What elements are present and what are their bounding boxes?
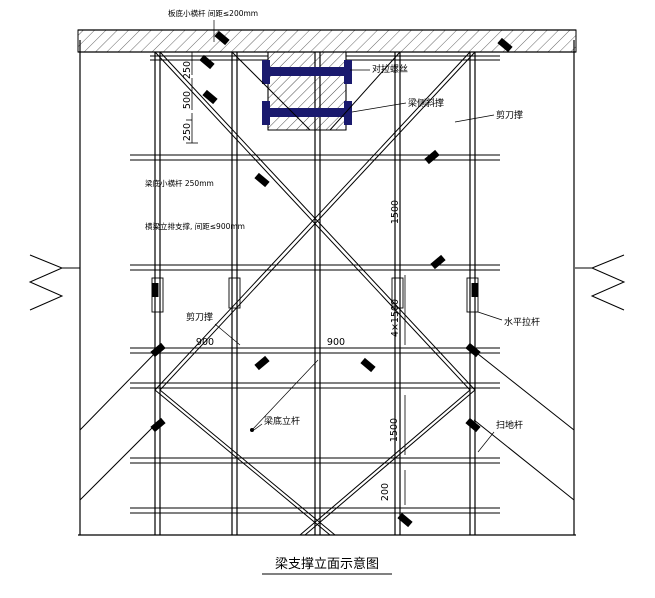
label-beam-bottom-vertical-support: 横梁立排支撑, 间距≤900mm [145,221,245,231]
label-scissor-brace-left: 剪刀撑 [186,311,213,323]
label-beam-side-form: 梁侧斜撑 [408,97,444,109]
text-labels: 板底小横杆 间距≤200mm 对拉螺丝 梁侧斜撑 剪刀撑 梁底小横杆 250mm… [145,8,540,575]
dim-1500-lower: 1500 [389,418,400,442]
scissor-braces [154,51,476,536]
dim-500: 500 [182,91,193,109]
dim-900-center: 900 [327,337,345,348]
vertical-posts [79,40,575,535]
dim-900-left: 900 [196,337,214,348]
label-top-note: 板底小横杆 间距≤200mm [168,8,258,18]
beam-section-hatch [267,51,347,131]
label-beam-bottom-post: 梁底立杆 [264,415,300,427]
break-line-left [28,254,80,311]
label-horizontal-tie-bar: 水平拉杆 [504,316,540,328]
dim-200: 200 [380,483,391,501]
beam-dark-members [262,60,352,125]
dim-250-top: 250 [182,61,193,79]
dim-1500-upper: 1500 [390,200,401,224]
dim-250-lower: 250 [182,123,193,141]
label-tie-bolt: 对拉螺丝 [372,63,408,75]
coupler-marks [150,30,513,528]
jack-bases [151,277,479,313]
label-beam-bottom-small-bar: 梁底小横杆 250mm [145,178,214,188]
outer-diagonal-struts [79,349,575,501]
label-sweeping-bar: 扫地杆 [496,419,523,431]
dimension-lines [186,51,406,505]
label-scissor-brace-right: 剪刀撑 [496,109,523,121]
diagram-title: 梁支撑立面示意图 [275,556,379,572]
dim-4x1500: 4×1500 [390,299,401,337]
break-line-right [575,254,626,311]
